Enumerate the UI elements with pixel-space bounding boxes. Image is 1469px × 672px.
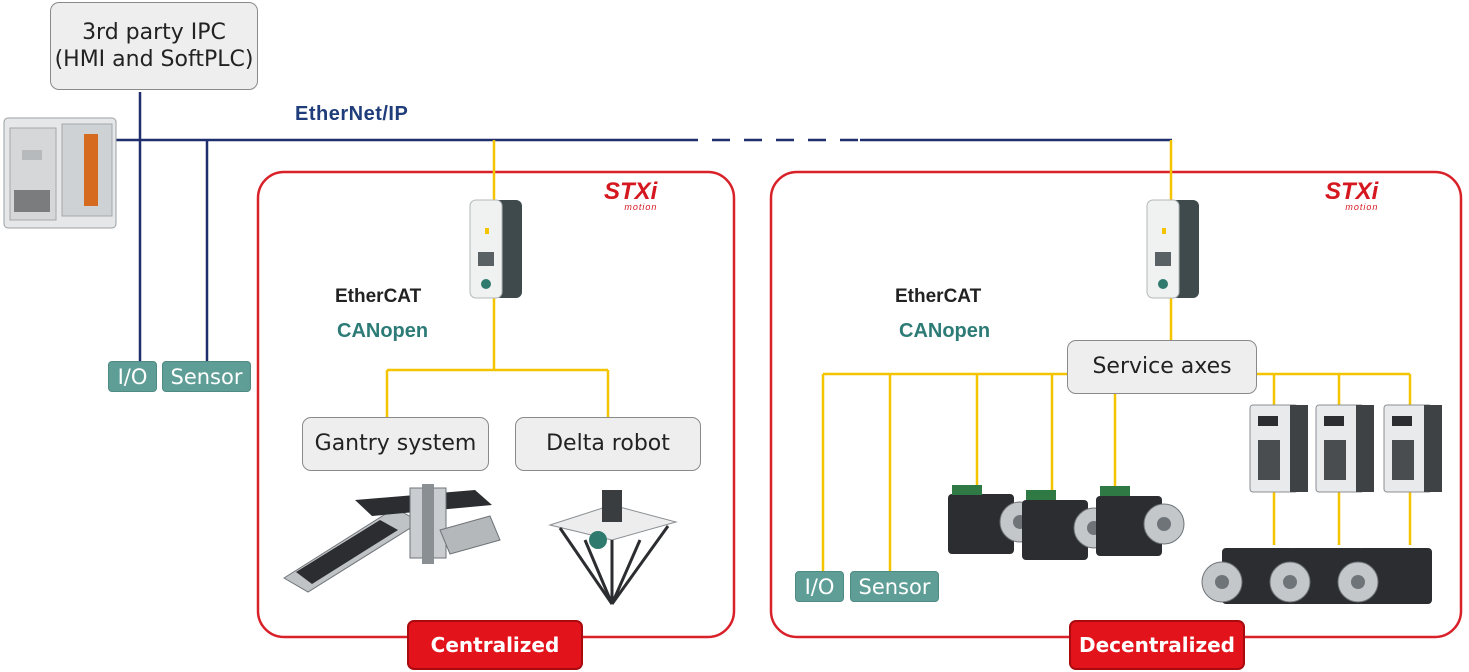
io-tag-left: I/O — [108, 361, 157, 392]
ethercat-text: EtherCAT — [335, 286, 422, 307]
gantry-system-label: Gantry system — [302, 417, 489, 471]
service-axes-label: Service axes — [1067, 340, 1257, 394]
ipc-label-line2: (HMI and SoftPLC) — [54, 47, 254, 72]
ethernet-ip-logo: EtherNet/IP — [295, 103, 409, 125]
fieldbus-centralized — [385, 140, 610, 418]
stxi-brand: STXi — [1325, 178, 1379, 205]
decentralized-badge: Decentralized — [1069, 620, 1245, 670]
stxi-brand: STXi — [604, 178, 658, 205]
sensor-tag-left: Sensor — [162, 361, 251, 392]
stxi-brand-sub: motion — [1345, 202, 1379, 212]
plc-controller-image — [3, 117, 117, 229]
servo-motor-image — [1337, 548, 1432, 604]
servo-drive-image — [1383, 404, 1442, 493]
stxi-logo-decentralized: STXi motion — [1325, 178, 1379, 212]
ipc-label-line1: 3rd party IPC — [82, 19, 226, 45]
fieldbus-decentralized — [821, 140, 1412, 572]
ethercat-text: EtherCAT — [895, 286, 982, 307]
stepper-motor-image — [1096, 486, 1185, 556]
ethernet-backbone — [115, 92, 1172, 362]
gantry-system-image — [283, 484, 501, 593]
delta-robot-image — [548, 490, 678, 605]
ethercat-logo-decentralized: EtherCAT — [895, 286, 981, 308]
stxi-logo-centralized: STXi motion — [604, 178, 658, 212]
servo-drive-image — [1249, 404, 1308, 493]
centralized-badge: Centralized — [407, 620, 583, 670]
ethercat-logo-centralized: EtherCAT — [335, 286, 421, 308]
gateway-device-centralized — [469, 199, 522, 299]
io-tag-right: I/O — [795, 571, 844, 602]
servo-drive-image — [1315, 404, 1374, 493]
stxi-brand-sub: motion — [624, 202, 658, 212]
delta-robot-label: Delta robot — [515, 417, 701, 471]
gateway-device-decentralized — [1146, 199, 1199, 299]
canopen-logo-decentralized: CANopen — [899, 320, 991, 342]
ipc-label: 3rd party IPC (HMI and SoftPLC) — [50, 2, 258, 90]
canopen-logo-centralized: CANopen — [337, 320, 429, 342]
sensor-tag-right: Sensor — [850, 571, 939, 602]
